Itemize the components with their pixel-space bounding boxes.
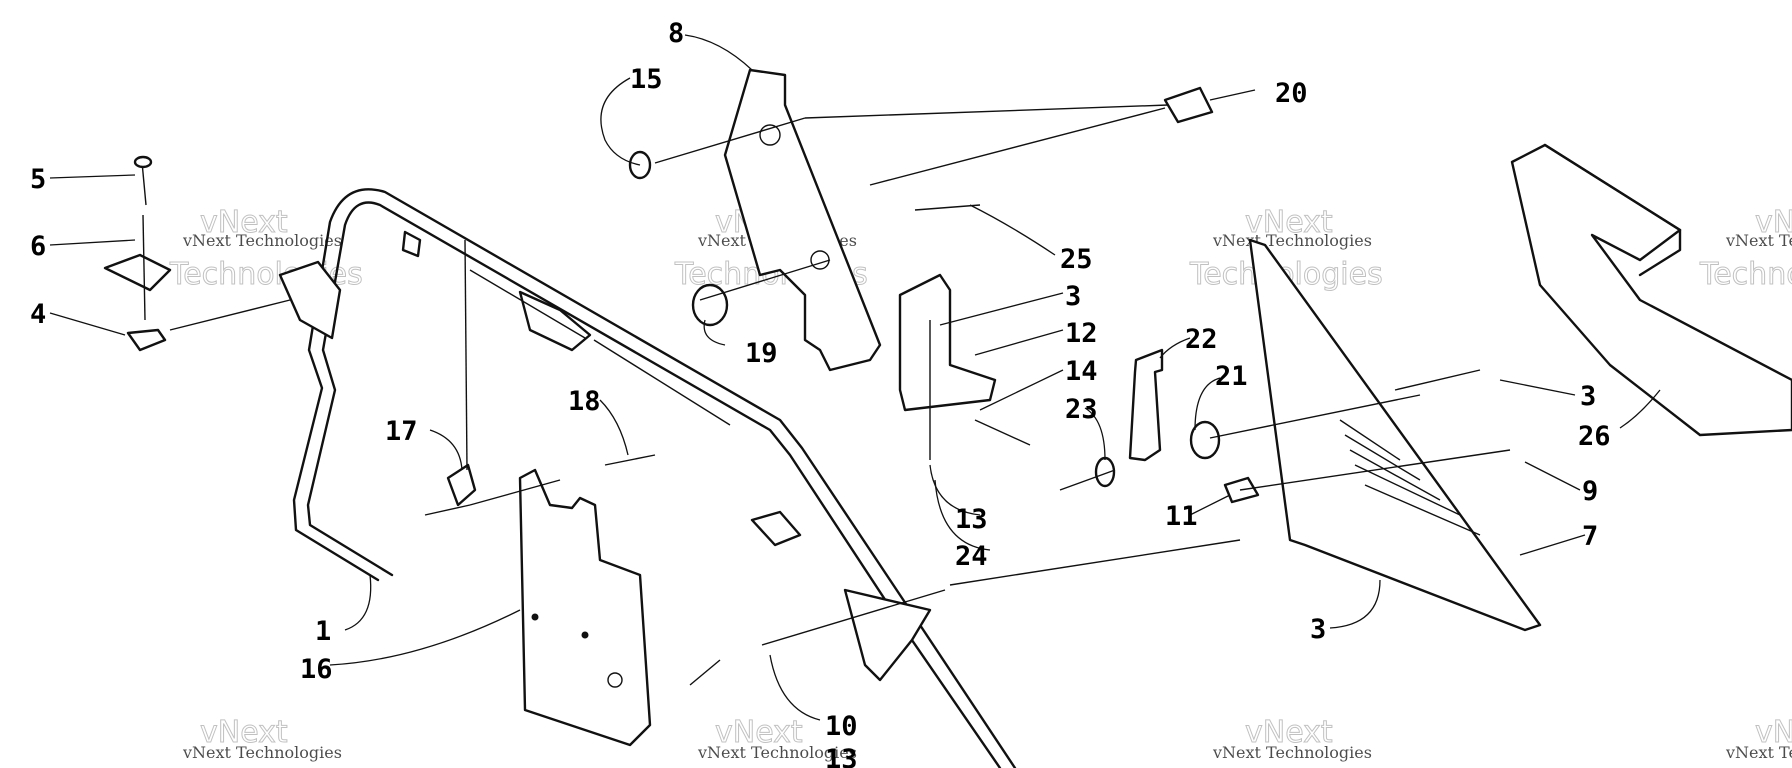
callout-17: 17: [385, 416, 418, 447]
callout-19: 19: [745, 338, 778, 369]
leader-lines: [49, 34, 1661, 721]
callout-11: 11: [1165, 501, 1198, 532]
callout-labels: 5 6 4 1 16 17 18 15 8 19 20 25 3 12 14 2…: [30, 18, 1611, 768]
callout-3-top: 3: [1065, 281, 1081, 312]
watermark-tile-6: vNext vNext Technologies: [697, 715, 857, 763]
callout-15: 15: [630, 64, 663, 95]
callout-23: 23: [1065, 394, 1098, 425]
callout-20: 20: [1275, 78, 1308, 109]
callout-13-bottom: 13: [825, 744, 858, 768]
part-16-plate: [518, 468, 652, 747]
watermark-vnext: vNext: [1245, 205, 1333, 240]
callout-14: 14: [1065, 356, 1098, 387]
assembly-lines: [142, 104, 1511, 686]
watermark-tile-4: vNext vNext Technologies Technologies: [1699, 205, 1792, 293]
watermark-vnext-technologies: vNext Technologies: [1212, 743, 1372, 762]
callout-1: 1: [315, 616, 331, 647]
callout-25: 25: [1060, 244, 1093, 275]
part-8-triangle-bracket: [723, 68, 882, 372]
part-17-bushing: [446, 463, 477, 507]
callout-3-bottom: 3: [1310, 614, 1326, 645]
callout-9: 9: [1582, 476, 1598, 507]
part-6-clip: [103, 253, 172, 292]
callout-4: 4: [30, 299, 46, 330]
callout-26: 26: [1578, 421, 1611, 452]
callout-16: 16: [300, 654, 333, 685]
part-1-frame-tube: [278, 188, 1017, 768]
watermark-vnext: vNext: [200, 715, 288, 750]
watermark-vnext: vNext: [1755, 715, 1792, 750]
watermark-technologies: Technologies: [1699, 257, 1792, 292]
part-19-knob: [691, 283, 729, 327]
part-7-side-panel: [1248, 238, 1542, 632]
watermark-tile-7: vNext vNext Technologies: [1212, 715, 1372, 763]
part-20-nut: [1163, 86, 1214, 124]
callout-6: 6: [30, 231, 46, 262]
callout-24: 24: [955, 541, 988, 572]
watermark-tile-5: vNext vNext Technologies: [182, 715, 342, 763]
watermark-vnext-technologies: vNext Technologies: [697, 743, 857, 762]
watermark-tile-1: vNext vNext Technologies Technologies: [169, 205, 364, 293]
callout-3-right: 3: [1580, 381, 1596, 412]
callout-8: 8: [668, 18, 684, 49]
callout-22: 22: [1185, 324, 1218, 355]
watermark-vnext: vNext: [200, 205, 288, 240]
watermark-tile-8: vNext vNext Technologies: [1725, 715, 1792, 763]
part-22-lever: [1128, 348, 1164, 462]
watermark-vnext-technologies: vNext Technologies: [182, 743, 342, 762]
watermark-vnext-technologies: vNext Technologies: [1212, 231, 1372, 250]
callout-13: 13: [955, 504, 988, 535]
part-26-handle: [1510, 143, 1792, 437]
watermark-vnext: vNext: [1755, 205, 1792, 240]
callout-21: 21: [1215, 361, 1248, 392]
callout-7: 7: [1582, 521, 1598, 552]
part-4-clip: [126, 328, 167, 352]
part-21-bushing: [1189, 420, 1221, 460]
watermark-vnext-technologies: vNext Technologies: [1725, 231, 1792, 250]
callout-10: 10: [825, 711, 858, 742]
part-5-bolt: [133, 155, 153, 206]
part-12-l-bracket: [898, 273, 997, 412]
watermark-vnext: vNext: [715, 715, 803, 750]
watermark-vnext: vNext: [1245, 715, 1333, 750]
callout-5: 5: [30, 164, 46, 195]
callout-18: 18: [568, 386, 601, 417]
watermark-vnext-technologies: vNext Technologies: [182, 231, 342, 250]
watermark-vnext-technologies: vNext Technologies: [1725, 743, 1792, 762]
callout-12: 12: [1065, 318, 1098, 349]
